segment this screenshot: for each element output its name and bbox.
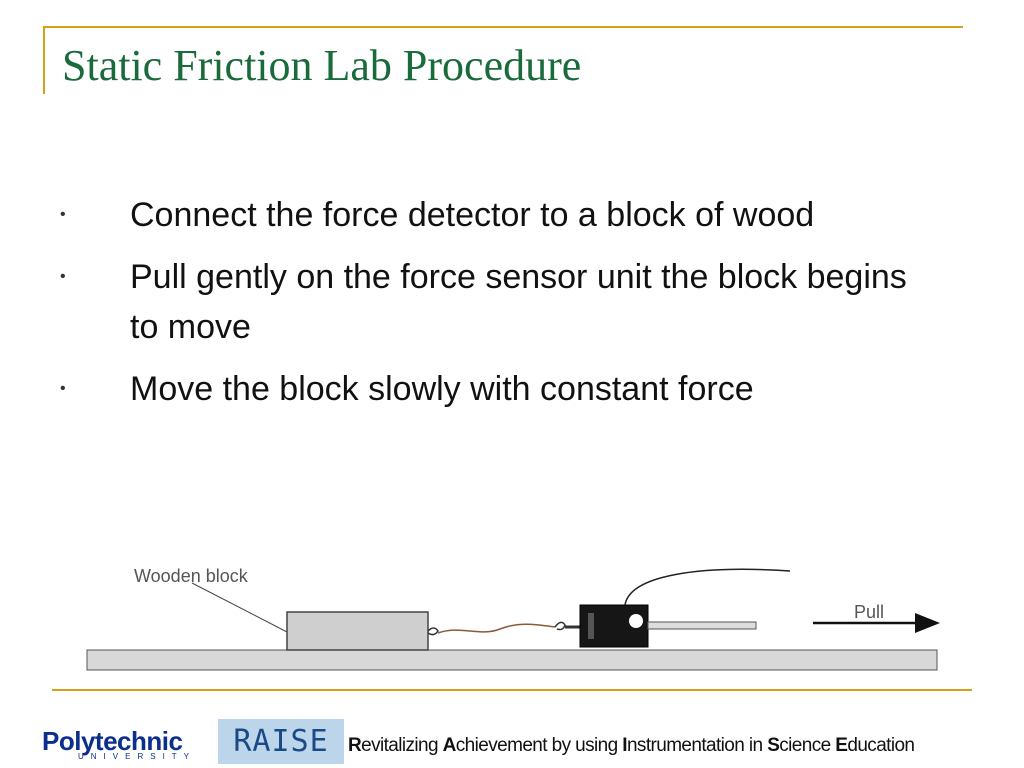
bullet-text: Connect the force detector to a block of…: [130, 196, 815, 234]
polytechnic-logo-subtitle: UNIVERSITY: [78, 752, 197, 761]
sensor-button: [629, 614, 643, 628]
tagline-initial: E: [835, 735, 848, 756]
table-surface: [86, 649, 938, 671]
polytechnic-logo: Polytechnic: [42, 726, 183, 756]
raise-logo: RAISE: [218, 719, 344, 764]
sensor-cable: [624, 568, 791, 606]
sensor-detail: [588, 613, 594, 639]
block-hook: [427, 627, 439, 636]
bullet-dot: •: [60, 206, 66, 223]
tagline-initial: S: [767, 735, 780, 756]
tagline-word: cience: [779, 735, 836, 756]
wooden-block-label: Wooden block: [134, 566, 249, 586]
sensor-rod: [647, 621, 757, 630]
title-frame-top-border: [43, 26, 963, 28]
block-label-leader: [191, 582, 288, 633]
footer-divider: [52, 689, 972, 691]
tagline-initial: R: [348, 735, 362, 756]
title-frame-left-border: [43, 26, 45, 94]
tagline-word: evitalizing: [361, 735, 443, 756]
bullet-item-2: • Pull gently on the force sensor unit t…: [60, 252, 940, 352]
bullet-dot: •: [60, 268, 66, 285]
bullet-text: Move the block slowly with constant forc…: [130, 370, 754, 408]
string: [437, 623, 556, 634]
tagline-word: ducation: [847, 735, 915, 756]
pull-label: Pull: [854, 602, 884, 622]
bullet-text: Pull gently on the force sensor unit the…: [130, 258, 907, 346]
tagline-word: chievement by using: [455, 735, 623, 756]
wooden-block: [286, 611, 429, 651]
bullet-item-1: • Connect the force detector to a block …: [60, 190, 940, 240]
raise-tagline: Revitalizing Achievement by using Instru…: [348, 735, 915, 757]
pull-arrow-head: [915, 613, 940, 633]
tagline-word: nstrumentation in: [626, 735, 768, 756]
bullet-item-3: • Move the block slowly with constant fo…: [60, 364, 940, 414]
tagline-initial: A: [442, 735, 457, 756]
slide-title: Static Friction Lab Procedure: [62, 41, 582, 90]
bullet-list: • Connect the force detector to a block …: [60, 190, 940, 426]
sensor-hook: [554, 621, 566, 631]
bullet-dot: •: [60, 380, 66, 397]
tagline-initial: I: [622, 735, 627, 756]
friction-setup-diagram: Wooden block Pull: [86, 566, 940, 671]
